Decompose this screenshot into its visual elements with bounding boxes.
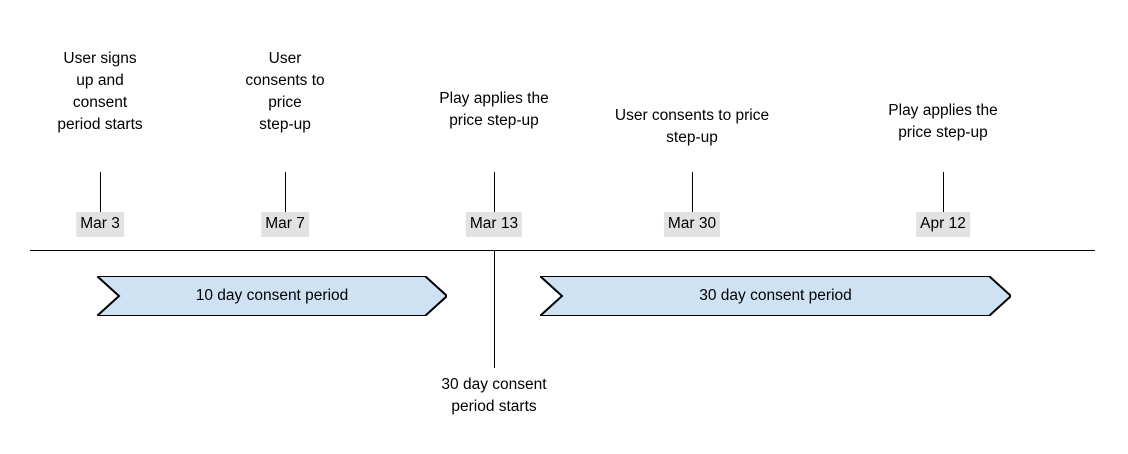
- date-chip-consent-30day: Mar 30: [663, 212, 721, 237]
- connector-thirty-day-start: [494, 250, 495, 368]
- event-label-signup: User signs up and consent period starts: [57, 50, 143, 133]
- period-banner-30-day-shape: [540, 276, 1011, 316]
- date-chip-signup: Mar 3: [76, 212, 124, 237]
- event-label-consent-30day: User consents to price step-up: [614, 107, 770, 146]
- period-banner-10-day-shape: [97, 276, 447, 316]
- date-chip-stepup-applied-1: Mar 13: [465, 212, 523, 237]
- timeline-axis: [30, 250, 1095, 251]
- tick-marker-stepup-applied-2: [943, 172, 944, 212]
- tick-marker-consent-10day: [285, 172, 286, 212]
- annotation-thirty-day-start: 30 day consent period starts: [441, 376, 547, 415]
- period-banner-10-day: 10 day consent period: [97, 276, 447, 316]
- event-label-stepup-applied-2: Play applies the price step-up: [888, 102, 998, 141]
- date-chip-consent-10day: Mar 7: [261, 212, 309, 237]
- period-banner-30-day: 30 day consent period: [540, 276, 1011, 316]
- event-label-consent-10day: User consents to price step-up: [245, 50, 325, 133]
- tick-marker-consent-30day: [692, 172, 693, 212]
- event-label-stepup-applied-1: Play applies the price step-up: [439, 90, 549, 129]
- tick-marker-signup: [100, 172, 101, 212]
- date-chip-stepup-applied-2: Apr 12: [916, 212, 970, 237]
- tick-marker-stepup-applied-1: [494, 172, 495, 212]
